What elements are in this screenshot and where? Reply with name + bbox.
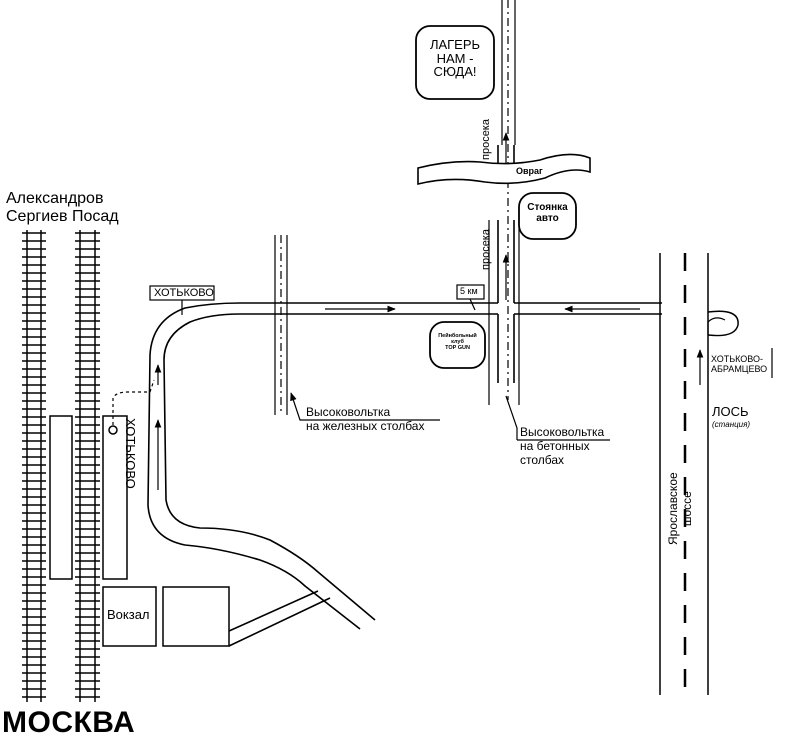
platform-left — [49, 415, 73, 580]
paintball-bubble — [429, 321, 486, 369]
station-platform-label: ХОТЬКОВО — [123, 418, 138, 489]
los-station-label: ЛОСЬ (станция) — [712, 404, 751, 429]
station-building — [102, 586, 157, 647]
paintball-line2: клуб — [451, 338, 464, 345]
ravine — [417, 153, 591, 186]
terminus-north-line1: Александров — [6, 190, 104, 207]
powerline-concrete-line3: столбах — [520, 452, 565, 467]
km-marker-sign — [456, 284, 485, 311]
station-annex — [162, 586, 230, 647]
terminus-north-label: Александров Сергиев Посад — [6, 190, 119, 227]
highway-line2: шоссе — [680, 491, 694, 527]
walkway — [112, 379, 155, 425]
highway-label: Ярославское шоссе — [666, 472, 694, 545]
yaroslavl-highway — [659, 253, 739, 695]
paintball-line1: Пейнбольный — [438, 333, 477, 339]
los-station-note: (станция) — [712, 419, 751, 429]
powerline-iron — [274, 235, 288, 415]
terminus-south-label: МОСКВА — [2, 706, 136, 739]
powerline-iron-line2: на железных столбах — [306, 418, 425, 433]
platform-right — [102, 415, 128, 580]
junction-line2: АБРАМЦЕВО — [711, 364, 768, 375]
parking-label: Стоянка авто — [519, 202, 576, 224]
powerline-concrete — [488, 0, 520, 405]
powerline-concrete-label: Высоковольтка на бетонных столбах — [520, 425, 605, 467]
camp-line2: НАМ - — [436, 50, 474, 66]
los-station-name: ЛОСЬ — [712, 404, 749, 419]
parking-line1: Стоянка — [527, 202, 568, 213]
railway-tracks — [22, 230, 100, 702]
station-building-label: Вокзал — [107, 607, 150, 622]
camp-line3: СЮДА! — [433, 64, 477, 80]
terminus-north-line2: Сергиев Посад — [6, 208, 119, 226]
station-sign — [149, 285, 215, 315]
powerline-iron-label: Высоковольтка на железных столбах — [306, 405, 425, 434]
main-road — [147, 145, 662, 647]
parking-line2: авто — [536, 212, 559, 224]
paintball-label: Пейнбольный клуб TOP GUN — [430, 333, 485, 351]
parking-bubble — [518, 192, 577, 240]
camp-line1: ЛАГЕРЬ — [429, 37, 481, 52]
station-exit-marker — [108, 425, 118, 435]
ravine-label: Овраг — [516, 166, 543, 176]
camp-label: ЛАГЕРЬ НАМ - СЮДА! — [416, 38, 494, 79]
leader-lines — [290, 392, 610, 441]
route-arrows — [154, 132, 640, 490]
clearing-north-label: просека — [480, 119, 492, 160]
junction-line1: ХОТЬКОВО- — [711, 354, 763, 364]
km-marker-label: 5 км — [460, 286, 478, 296]
junction-sign-label: ХОТЬКОВО- АБРАМЦЕВО — [711, 354, 767, 375]
camp-bubble — [415, 25, 495, 100]
highway-line1: Ярославское — [666, 472, 680, 545]
powerline-iron-line1: Высоковольтка — [306, 405, 391, 419]
powerline-concrete-line2: на бетонных — [520, 438, 590, 453]
paintball-line3: TOP GUN — [445, 344, 470, 351]
clearing-south-label: просека — [480, 229, 492, 270]
powerline-concrete-line1: Высоковольтка — [520, 425, 605, 439]
station-sign-label: ХОТЬКОВО — [154, 287, 214, 299]
